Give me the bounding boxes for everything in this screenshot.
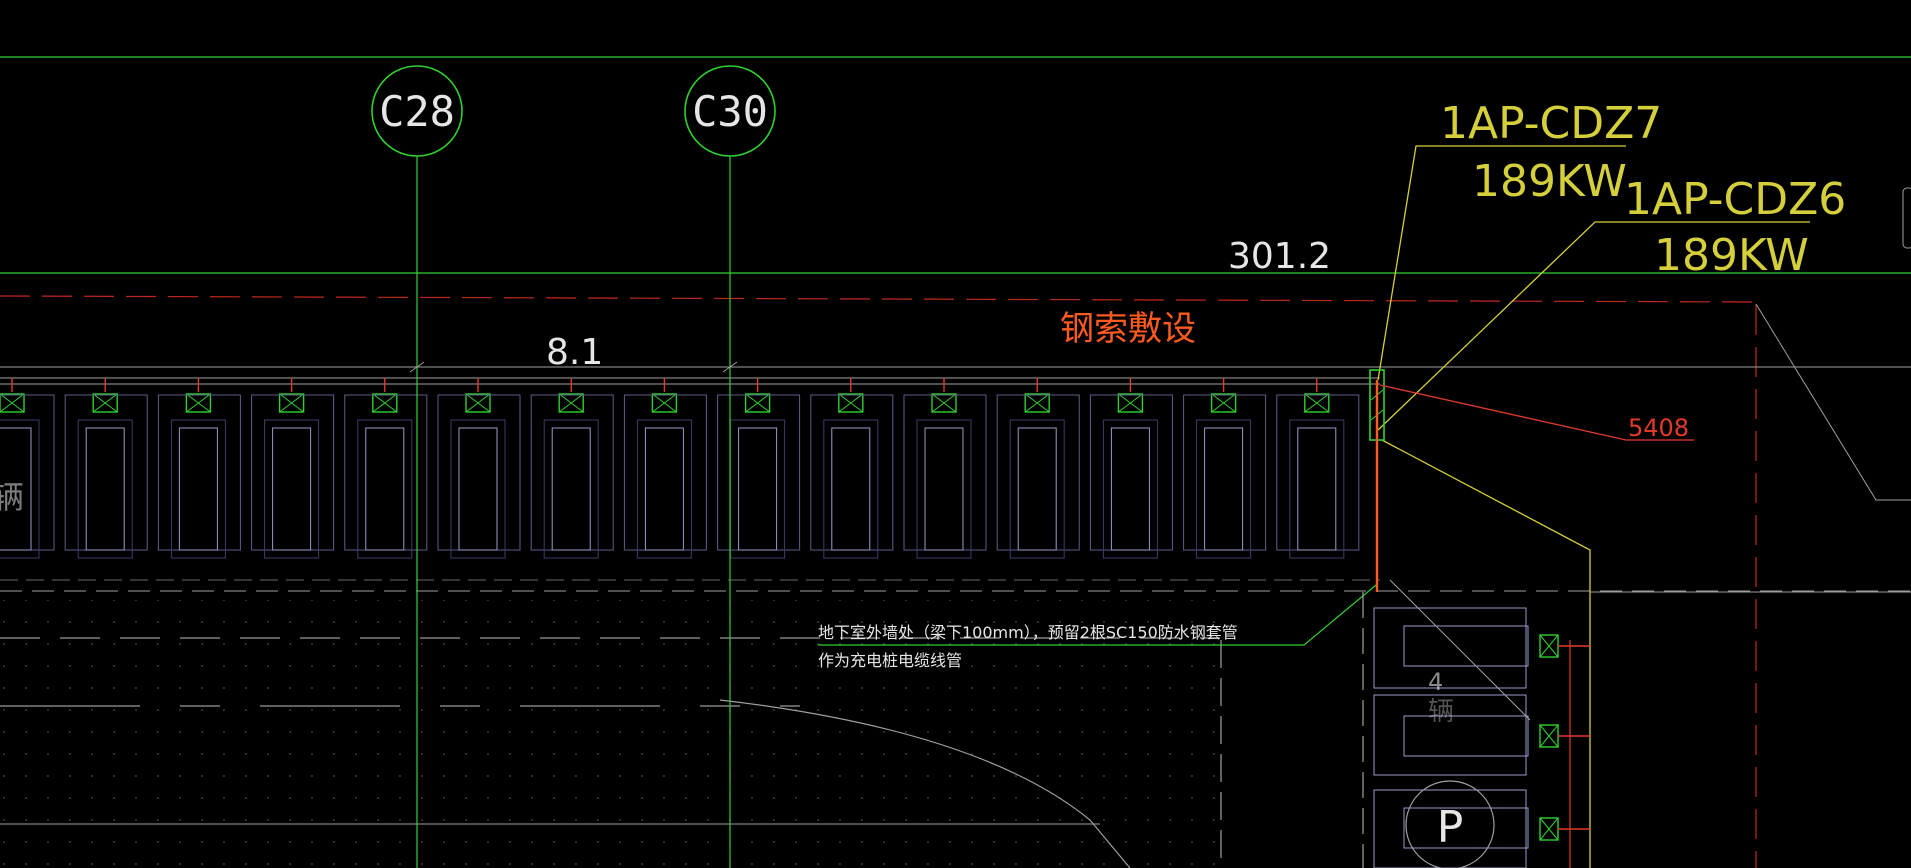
parking-stall bbox=[1183, 394, 1267, 551]
parking-stall-bay bbox=[636, 419, 692, 559]
parking-stall-bay bbox=[1009, 419, 1065, 559]
cable-ref-label: 5408 bbox=[1628, 414, 1689, 442]
parking-stall-inner bbox=[365, 427, 405, 551]
charger-symbol[interactable] bbox=[372, 393, 398, 413]
parking-stall-inner bbox=[1110, 427, 1150, 551]
parking-stall-inner bbox=[644, 427, 684, 551]
circuit-cdz6-power: 189KW bbox=[1654, 230, 1809, 281]
parking-stall-inner bbox=[1204, 427, 1244, 551]
parking-stall bbox=[251, 394, 335, 551]
red-dashed-boundary bbox=[0, 295, 1761, 303]
charger-symbol[interactable] bbox=[558, 393, 584, 413]
axis-tick-c30 bbox=[722, 361, 738, 373]
parking-stall-inner bbox=[1017, 427, 1057, 551]
parking-stall-bay bbox=[1196, 419, 1252, 559]
right-stall-3 bbox=[1373, 789, 1529, 868]
charger-symbol[interactable] bbox=[1304, 393, 1330, 413]
parking-stall-inner bbox=[0, 427, 32, 551]
parking-stall bbox=[157, 394, 241, 551]
parking-stall-inner bbox=[1297, 427, 1337, 551]
parking-stall-bay bbox=[357, 419, 413, 559]
note-leader bbox=[818, 584, 1377, 646]
left-vehicle-char: 辆 bbox=[0, 478, 24, 516]
cable-ref-leader bbox=[1379, 384, 1694, 441]
parking-stall bbox=[1276, 394, 1360, 551]
parking-stall-inner bbox=[738, 427, 778, 551]
charger-symbol[interactable] bbox=[185, 393, 212, 413]
cable-route-label: 钢索敷设 bbox=[1060, 309, 1196, 349]
parking-stall-bay bbox=[543, 419, 599, 559]
parking-symbol-circle bbox=[1405, 780, 1495, 868]
grid-bubble-c30-label: C30 bbox=[692, 87, 768, 136]
parking-stall-inner bbox=[272, 427, 312, 551]
charger-symbol[interactable] bbox=[92, 393, 118, 413]
axis-tick-c28 bbox=[409, 361, 425, 373]
charger-symbol[interactable] bbox=[1117, 393, 1144, 413]
circuit-cdz7-name[interactable]: 1AP-CDZ7 bbox=[1440, 98, 1662, 149]
parking-stall bbox=[810, 394, 894, 551]
parking-stall bbox=[1089, 394, 1173, 551]
grid-bubble-c28[interactable] bbox=[371, 65, 463, 157]
charger-symbol[interactable] bbox=[838, 393, 864, 413]
ramp-line bbox=[1755, 303, 1911, 501]
parking-stall-inner bbox=[178, 427, 218, 551]
parking-stall bbox=[64, 394, 148, 551]
parking-stall bbox=[344, 394, 428, 551]
right-edge-element bbox=[1902, 187, 1911, 249]
parking-stall-inner bbox=[85, 427, 125, 551]
parking-stall-bay bbox=[450, 419, 506, 559]
leader-cdz7 bbox=[1377, 145, 1626, 381]
right-vehicle-char: 辆 bbox=[1428, 697, 1454, 727]
grid-bubble-c30[interactable] bbox=[684, 65, 776, 157]
charger-symbol[interactable] bbox=[1024, 393, 1050, 413]
right-charger-2[interactable] bbox=[1539, 724, 1590, 748]
driveway-curve bbox=[719, 699, 1131, 868]
parking-stall-bay bbox=[77, 419, 133, 559]
charger-symbol[interactable] bbox=[278, 393, 305, 413]
parking-stall-bay bbox=[823, 419, 879, 559]
parking-stall bbox=[437, 394, 521, 551]
parking-stall-inner bbox=[924, 427, 964, 551]
parking-stall-inner bbox=[831, 427, 871, 551]
dimension-segment: 8.1 bbox=[546, 332, 603, 373]
right-stall-diagonal bbox=[1389, 579, 1531, 721]
parking-stall bbox=[0, 394, 55, 551]
grid-bubble-c28-label: C28 bbox=[379, 87, 455, 136]
charger-symbol[interactable] bbox=[0, 393, 25, 413]
parking-stall-bay bbox=[0, 419, 40, 559]
parking-stall-inner bbox=[551, 427, 591, 551]
note-line-2: 作为充电桩电缆线管 bbox=[818, 651, 962, 670]
parking-stall-bay bbox=[1102, 419, 1158, 559]
right-stall-2 bbox=[1373, 694, 1529, 776]
charger-symbol[interactable] bbox=[744, 393, 771, 413]
charger-symbol[interactable] bbox=[1210, 393, 1237, 413]
parking-stall-bay bbox=[1289, 419, 1345, 559]
circuit-cdz7-power: 189KW bbox=[1472, 156, 1627, 207]
charger-symbol[interactable] bbox=[651, 393, 678, 413]
right-charger-1[interactable] bbox=[1539, 634, 1590, 658]
right-stall-1 bbox=[1373, 607, 1529, 689]
right-charger-3[interactable] bbox=[1539, 817, 1590, 841]
leader-cdz6 bbox=[1377, 221, 1810, 431]
parking-stall bbox=[996, 394, 1080, 551]
parking-stall-bay bbox=[170, 419, 226, 559]
parking-stall bbox=[623, 394, 707, 551]
parking-stall-bay bbox=[916, 419, 972, 559]
parking-stall bbox=[530, 394, 614, 551]
circuit-cdz6-name[interactable]: 1AP-CDZ6 bbox=[1624, 174, 1846, 225]
feeder-yellow-route bbox=[1381, 439, 1591, 868]
charger-symbol[interactable] bbox=[465, 393, 491, 413]
parking-stall-row bbox=[0, 394, 1380, 581]
parking-symbol: P bbox=[1437, 802, 1464, 853]
parking-stall-inner bbox=[458, 427, 498, 551]
parking-number: 4 bbox=[1428, 668, 1443, 696]
note-line-1: 地下室外墙处（梁下100mm），预留2根SC150防水钢套管 bbox=[818, 623, 1238, 642]
parking-stall bbox=[903, 394, 987, 551]
parking-stall-bay bbox=[264, 419, 320, 559]
charger-row bbox=[0, 378, 1330, 413]
charger-symbol[interactable] bbox=[931, 393, 957, 413]
dimension-overall: 301.2 bbox=[1228, 236, 1331, 277]
